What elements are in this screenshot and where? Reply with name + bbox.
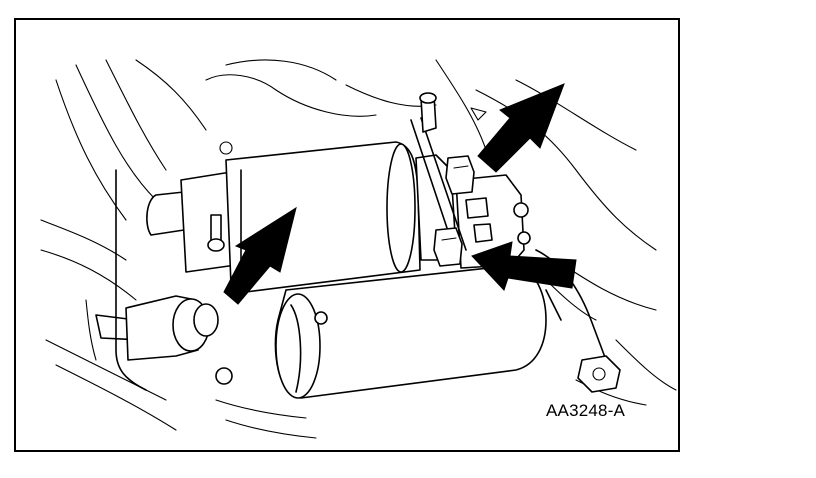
callout-arrow-top	[477, 83, 565, 173]
starter-motor-illustration	[40, 59, 677, 439]
mounting-bolt-lower-right	[577, 355, 621, 393]
callout-arrow-right	[471, 241, 577, 291]
terminal-nut-lower	[433, 227, 463, 267]
figure-frame: AA3248-A	[14, 18, 680, 452]
callout-arrow-left	[223, 206, 297, 305]
figure-id-label: AA3248-A	[546, 401, 626, 420]
battery-cable	[410, 92, 467, 256]
terminal-nut-upper	[445, 155, 475, 195]
starter-motor	[125, 141, 547, 399]
